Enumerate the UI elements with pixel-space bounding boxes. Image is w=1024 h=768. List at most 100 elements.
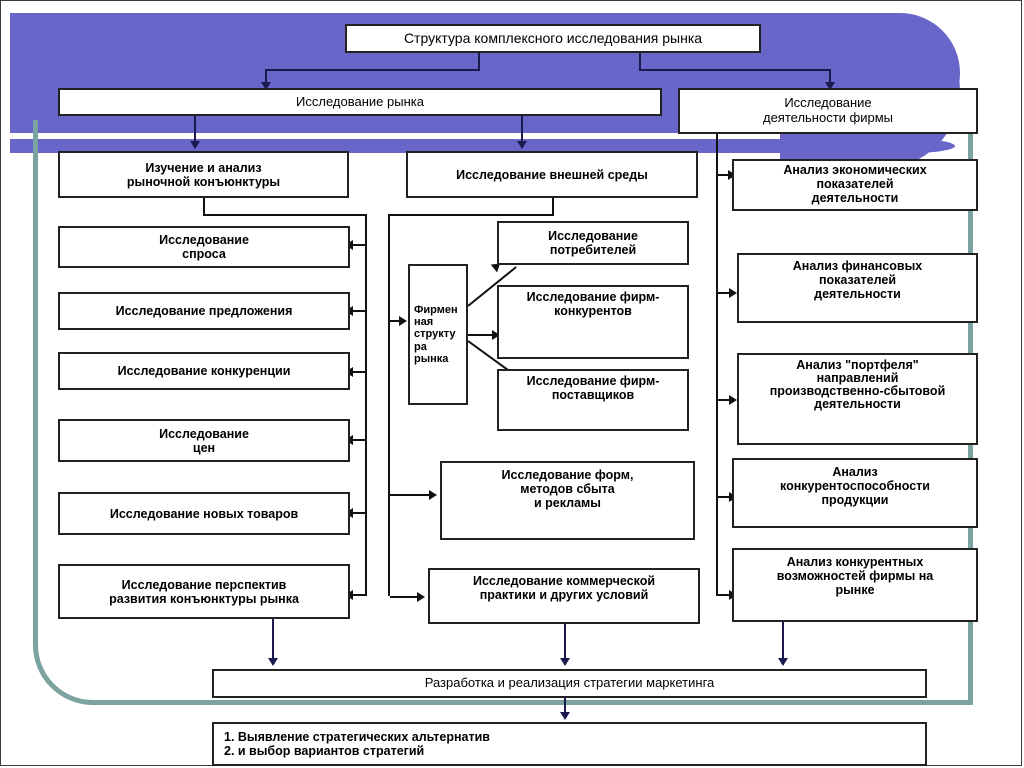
node-strategy-label: Разработка и реализация стратегии маркет… — [424, 675, 715, 691]
bus-mid-h — [388, 214, 554, 216]
node-right1-line1: Анализ экономических — [783, 163, 927, 177]
tick-mid-forms — [390, 494, 432, 496]
node-external-env-line1: Исследование внешней среды — [456, 167, 648, 182]
connector-title-right-v2 — [829, 69, 831, 83]
node-new-products-research[interactable]: Исследование новых товаров — [58, 492, 350, 535]
tick-right-2 — [716, 292, 732, 294]
node-sales-forms-research[interactable]: Исследование форм, методов сбыта и рекла… — [440, 461, 695, 540]
node-market-research[interactable]: Исследование рынка — [58, 88, 662, 116]
node-price-research[interactable]: Исследование цен — [58, 419, 350, 462]
tick-left-3 — [352, 371, 366, 373]
node-right2-line1: Анализ финансовых — [792, 259, 923, 273]
connector-mr-to-conj — [194, 116, 196, 142]
tick-left-5 — [352, 512, 366, 514]
connector-strategy-to-outcomes — [564, 698, 566, 714]
connector-firm-to-right1-h — [716, 174, 732, 176]
arrowhead-to-firm-activity — [825, 82, 835, 90]
node-market-research-label: Исследование рынка — [296, 93, 424, 109]
bus-mid-v1 — [552, 198, 554, 216]
node-price-line1: Исследование — [159, 426, 249, 441]
node-right5-line3: рынке — [835, 583, 875, 597]
node-market-firm-structure[interactable]: Фирмен ная структу ра рынка — [408, 264, 468, 405]
arrowhead-to-conjuncture — [190, 141, 200, 149]
node-right3-line3: производственно-сбытовой — [769, 384, 946, 399]
node-firm-activity-line2: деятельности фирмы — [762, 110, 894, 125]
node-conjuncture-analysis[interactable]: Изучение и анализ рыночной конъюнктуры — [58, 151, 349, 198]
tick-left-6 — [352, 594, 366, 596]
bus-left-v2 — [365, 214, 367, 596]
node-new-products-line1: Исследование новых товаров — [109, 506, 299, 521]
connector-title-left-v2 — [265, 69, 267, 83]
node-outcome-item-1: 1. Выявление стратегических альтернатив — [224, 730, 490, 744]
arrowhead-right-box-3 — [729, 395, 737, 405]
arrowhead-left-to-strategy — [268, 658, 278, 666]
tick-left-4 — [352, 439, 366, 441]
banner-purple-strip — [10, 139, 955, 153]
node-firm-activity-research[interactable]: Исследование деятельности фирмы — [678, 88, 978, 134]
node-right5-line1: Анализ конкурентных — [786, 555, 924, 569]
node-strategy-outcomes[interactable]: 1. Выявление стратегических альтернатив … — [212, 722, 927, 766]
node-right1-line2: показателей — [816, 177, 894, 191]
node-marketing-strategy[interactable]: Разработка и реализация стратегии маркет… — [212, 669, 927, 698]
node-hub-line4: ра — [414, 340, 427, 353]
node-competition-research[interactable]: Исследование конкуренции — [58, 352, 350, 390]
node-supplier-firms-line1: Исследование фирм- — [526, 374, 660, 388]
bus-left-v1 — [203, 198, 205, 216]
node-supply-research[interactable]: Исследование предложения — [58, 292, 350, 330]
tick-right-4 — [716, 496, 732, 498]
node-supplier-firms-research[interactable]: Исследование фирм- поставщиков — [497, 369, 689, 431]
node-right2-line2: показателей — [818, 273, 897, 287]
node-sales-forms-line3: и рекламы — [534, 496, 601, 510]
node-competitiveness-analysis[interactable]: Анализ конкурентоспособности продукции — [732, 458, 978, 528]
bus-right-v — [716, 176, 718, 596]
node-hub-line5: рынка — [414, 352, 449, 365]
connector-title-right-h — [639, 69, 831, 71]
node-conjuncture-line1: Изучение и анализ — [145, 160, 262, 175]
node-consumers-line2: потребителей — [549, 243, 637, 257]
bus-mid-v2 — [388, 214, 390, 596]
node-prospects-line1: Исследование перспектив — [121, 577, 287, 592]
node-conjuncture-line2: рыночной конъюнктуры — [126, 174, 281, 189]
node-economic-indicators-analysis[interactable]: Анализ экономических показателей деятель… — [732, 159, 978, 211]
node-price-line2: цен — [192, 440, 216, 455]
node-right4-line3: продукции — [821, 493, 889, 507]
node-prospects-line2: развития конъюнктуры рынка — [109, 591, 299, 606]
node-title-label: Структура комплексного исследования рынк… — [403, 29, 703, 46]
node-firm-activity-line1: Исследование — [784, 95, 872, 111]
node-commercial-practice-research[interactable]: Исследование коммерческой практики и дру… — [428, 568, 700, 624]
arrowhead-to-outcomes — [560, 712, 570, 720]
tick-mid-commerce — [390, 596, 420, 598]
node-consumer-research[interactable]: Исследование потребителей — [497, 221, 689, 265]
node-right4-line2: конкурентоспособности — [780, 479, 930, 493]
node-market-prospects-research[interactable]: Исследование перспектив развития конъюнк… — [58, 564, 350, 619]
node-competitor-firms-research[interactable]: Исследование фирм- конкурентов — [497, 285, 689, 359]
node-demand-research[interactable]: Исследование спроса — [58, 226, 350, 268]
node-commercial-line2: практики и других условий — [479, 588, 649, 602]
node-sales-forms-line2: методов сбыта — [520, 482, 615, 496]
node-title[interactable]: Структура комплексного исследования рынк… — [345, 24, 761, 53]
node-supply-line1: Исследование предложения — [115, 304, 293, 318]
tick-left-1 — [352, 244, 366, 246]
arrowhead-right-box-2 — [729, 288, 737, 298]
connector-mr-to-ext — [521, 116, 523, 142]
tick-mid-hub — [390, 320, 402, 322]
connector-title-right-v1 — [639, 53, 641, 71]
tick-right-3 — [716, 399, 732, 401]
node-right3-line1: Анализ "портфеля" — [796, 358, 919, 372]
arrowhead-right-to-strategy — [778, 658, 788, 666]
node-financial-indicators-analysis[interactable]: Анализ финансовых показателей деятельнос… — [737, 253, 978, 323]
node-right5-line2: возможностей фирмы на — [776, 569, 934, 583]
node-consumers-line1: Исследование — [548, 229, 638, 243]
node-commercial-line1: Исследование коммерческой — [472, 574, 656, 588]
node-right1-line3: деятельности — [811, 191, 899, 205]
node-demand-line1: Исследование — [159, 233, 249, 247]
bus-left-h — [203, 214, 367, 216]
node-external-environment[interactable]: Исследование внешней среды — [406, 151, 698, 198]
node-portfolio-analysis[interactable]: Анализ "портфеля" направлений производст… — [737, 353, 978, 445]
node-competitive-opportunities-analysis[interactable]: Анализ конкурентных возможностей фирмы н… — [732, 548, 978, 622]
arrowhead-to-competitors — [492, 330, 500, 340]
connector-right-to-strategy — [782, 622, 784, 661]
tick-left-2 — [352, 310, 366, 312]
arrowhead-to-sales-forms — [429, 490, 437, 500]
